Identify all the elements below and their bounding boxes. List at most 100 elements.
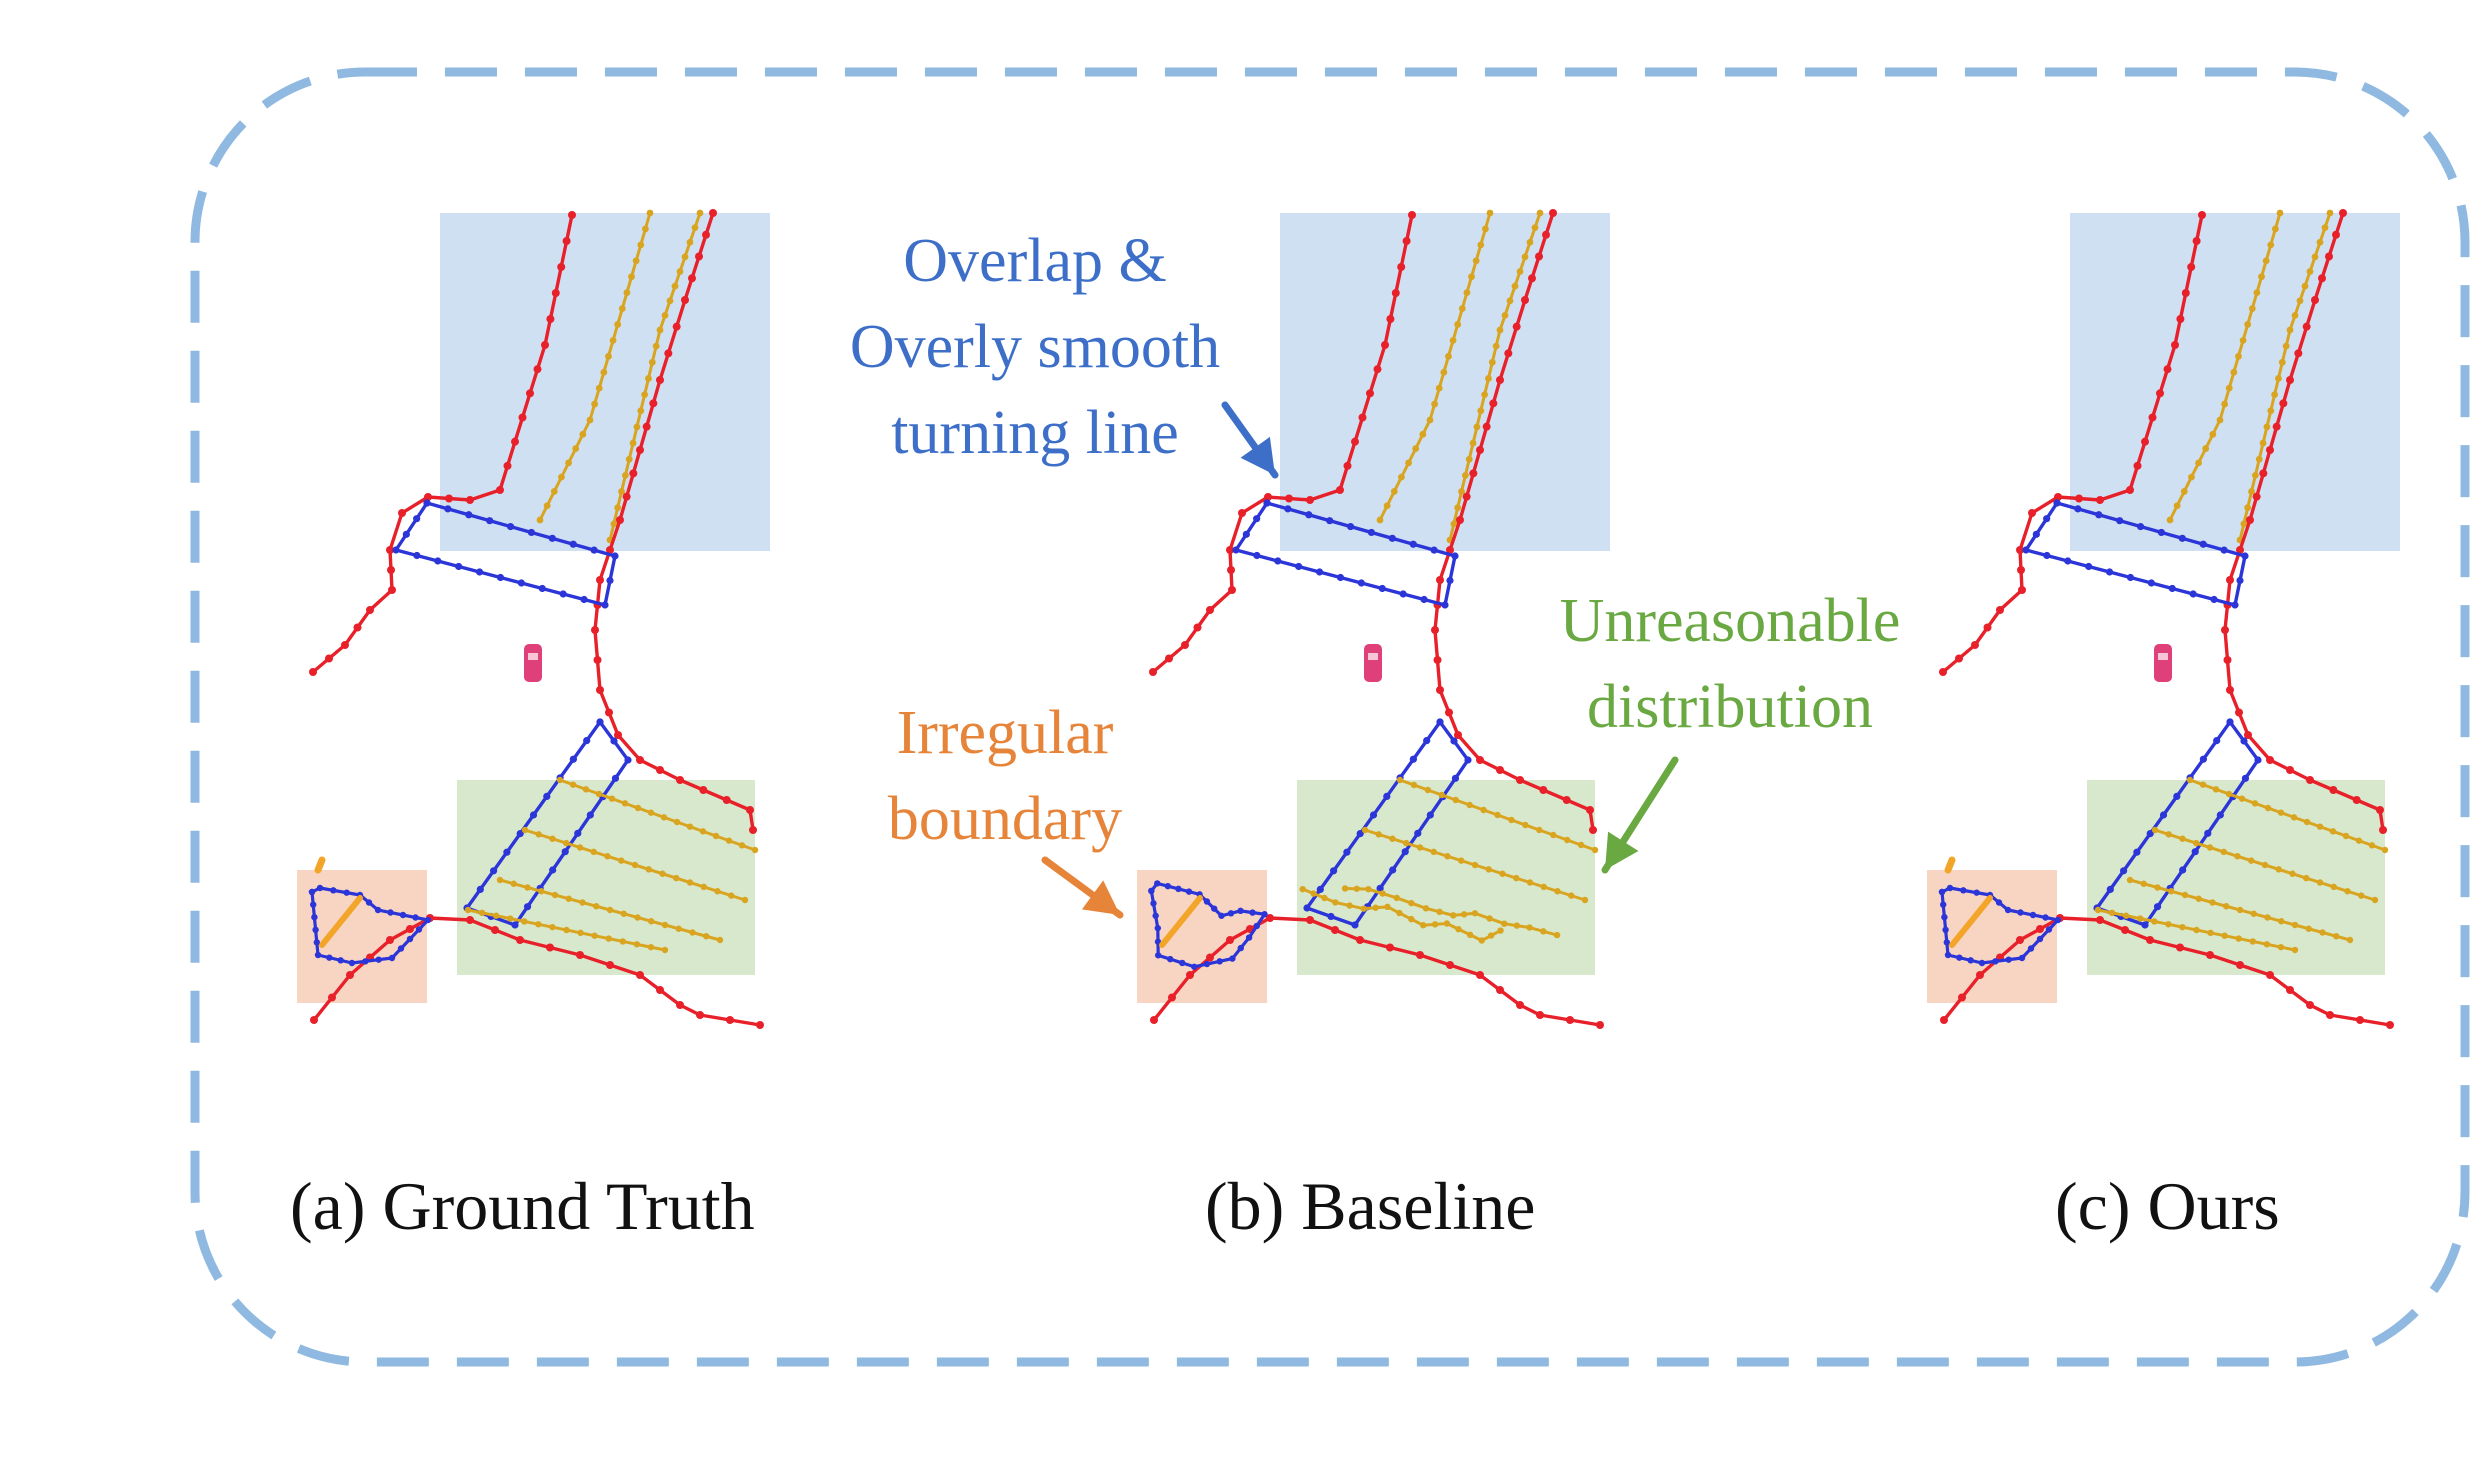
road-boundary-point: [1391, 289, 1400, 297]
lane-divider-point: [605, 935, 612, 942]
lane-divider-point: [2199, 781, 2207, 788]
road-boundary-point: [2156, 389, 2164, 398]
lane-divider-short: [319, 895, 363, 948]
lane-divider-point: [1516, 268, 1524, 275]
road-boundary-point: [1958, 993, 1966, 1002]
lane-divider-point: [1487, 932, 1495, 939]
lane-divider-point: [2220, 848, 2227, 856]
road-boundary-point: [1496, 986, 1504, 994]
pedestrian-crossing-point: [2042, 914, 2049, 921]
lane-divider-point: [2275, 375, 2282, 382]
road-boundary-point: [1351, 437, 1359, 446]
lane-divider-point: [2209, 430, 2217, 438]
lane-divider-point: [2264, 804, 2272, 812]
pedestrian-crossing-point: [2241, 774, 2250, 782]
road-boundary-point: [557, 263, 566, 271]
pedestrian-crossing-point: [1357, 579, 1365, 587]
road-boundary-point: [676, 776, 684, 784]
pedestrian-crossing-point: [2216, 811, 2224, 819]
lane-divider-point: [699, 828, 707, 835]
road-boundary-point: [388, 586, 396, 594]
ego-vehicle-window: [1368, 653, 1378, 660]
lane-divider-point: [1563, 836, 1571, 844]
road-boundary-point: [1528, 274, 1536, 283]
highlight-blue-region: [440, 213, 770, 551]
road-boundary-point: [1168, 993, 1176, 1002]
pedestrian-crossing-point: [1253, 551, 1261, 560]
road-boundary-point: [606, 961, 614, 969]
lane-divider-point: [549, 835, 556, 842]
pedestrian-crossing-point: [1330, 867, 1338, 875]
lane-divider-point: [656, 326, 664, 334]
pedestrian-crossing-point: [1154, 952, 1162, 959]
pedestrian-crossing-point: [1218, 912, 1225, 919]
road-boundary-point: [622, 492, 631, 501]
arrow-irregular: [1041, 856, 1124, 919]
pedestrian-crossing-point: [2226, 718, 2234, 726]
pedestrian-crossing-point: [590, 546, 598, 554]
pedestrian-crossing-point: [1253, 922, 1261, 930]
road-boundary-point: [649, 399, 658, 408]
road-boundary-point: [614, 731, 622, 739]
road-boundary-point: [551, 289, 560, 297]
road-boundary-point: [406, 925, 414, 933]
lane-divider-point: [2221, 932, 2228, 939]
pedestrian-crossing-point: [1376, 884, 1384, 892]
pedestrian-crossing-point: [1210, 905, 1218, 912]
pedestrian-crossing-point: [1274, 557, 1282, 565]
pedestrian-crossing-point: [2133, 848, 2141, 856]
pedestrian-crossing-point: [2018, 954, 2026, 962]
road-boundary-point: [2018, 586, 2026, 594]
road-boundary-point: [518, 413, 527, 422]
road-boundary-point: [1226, 936, 1234, 944]
road-boundary-point: [642, 422, 651, 431]
annotation-irregular-line-2: boundary: [887, 785, 1123, 853]
caption-ours: (c) Ours: [2055, 1168, 2280, 1244]
lane-divider: [558, 778, 757, 852]
lane-divider-point: [2316, 238, 2324, 246]
lane-divider-point: [1485, 866, 1492, 873]
road-boundary-point: [1955, 654, 1963, 663]
lane-divider-point: [1398, 473, 1405, 481]
lane-divider-point: [550, 488, 558, 495]
ego-vehicle-icon: [524, 644, 542, 682]
road-boundary-point: [2133, 461, 2142, 470]
lane-divider-point: [1393, 894, 1400, 902]
pedestrian-crossing-point: [1167, 955, 1174, 963]
lane-divider-point: [1450, 912, 1457, 919]
road-boundary-point: [1358, 413, 1367, 422]
pedestrian-crossing-point: [1346, 522, 1355, 531]
pedestrian-crossing-point: [1378, 584, 1386, 593]
lane-divider-point: [543, 502, 551, 510]
lane-divider-point: [1461, 471, 1469, 479]
lane-divider-point: [1379, 890, 1386, 897]
lane-divider-point: [536, 516, 544, 524]
lane-divider-point: [1360, 905, 1368, 912]
pedestrian-crossing-point: [2045, 926, 2053, 933]
pedestrian-crossing-point: [1154, 924, 1162, 932]
lane-divider-point: [2286, 326, 2294, 334]
lane-divider-point: [608, 795, 616, 802]
pedestrian-crossing-point: [326, 954, 333, 961]
annotation-irregular: Irregular boundary: [840, 690, 1170, 862]
pedestrian-crossing-point: [2036, 935, 2044, 943]
pedestrian-crossing-point: [496, 573, 505, 582]
ego-vehicle-window: [2158, 653, 2168, 660]
lane-divider-point: [1526, 879, 1534, 886]
road-boundary-point: [1446, 546, 1454, 554]
road-boundary-point: [2266, 756, 2274, 764]
lane-divider-point: [1513, 874, 1520, 882]
road-boundary-point: [1436, 686, 1444, 694]
lane-divider-point: [2305, 925, 2312, 932]
lane-divider-point: [1440, 368, 1448, 376]
lane-divider-point: [646, 209, 654, 217]
road-boundary-point: [636, 756, 644, 764]
pedestrian-crossing-point: [2241, 552, 2249, 560]
pedestrian-crossing-point: [2173, 792, 2181, 801]
pedestrian-crossing-point: [529, 811, 538, 819]
lane-divider-point: [1424, 786, 1432, 794]
lane-divider-point: [579, 899, 586, 906]
lane-divider-point: [1465, 455, 1473, 463]
road-boundary-point: [1331, 926, 1339, 934]
pedestrian-crossing-point: [580, 595, 588, 604]
